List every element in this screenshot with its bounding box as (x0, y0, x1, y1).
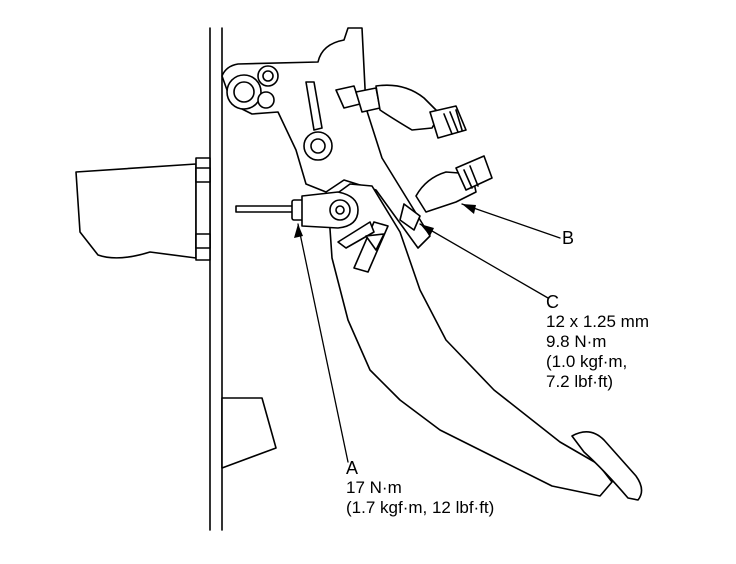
callout-c-letter: C (546, 292, 559, 312)
callout-a-torque: 17 N·m (346, 478, 402, 497)
upper-switch (335, 84, 467, 139)
callout-a-alt-torque: (1.7 kgf·m, 12 lbf·ft) (346, 498, 495, 517)
leader-arrowheads (294, 204, 476, 238)
pedal-arm (327, 183, 613, 497)
pedal-pad (571, 431, 643, 501)
callout-c: C 12 x 1.25 mm 9.8 N·m (1.0 kgf·m, 7.2 l… (546, 292, 649, 392)
master-cylinder (75, 157, 211, 261)
pushrod (235, 199, 307, 221)
pivot-assembly (226, 65, 333, 161)
callout-c-torque: 9.8 N·m (546, 332, 607, 351)
callout-a-letter: A (346, 458, 359, 478)
pedal-stopper (337, 221, 389, 273)
callout-c-size: 12 x 1.25 mm (546, 312, 649, 331)
clutch-switch-b (415, 155, 493, 213)
firewall-panel (209, 27, 223, 531)
pushrod-clevis (301, 191, 359, 229)
callout-a: A 17 N·m (1.7 kgf·m, 12 lbf·ft) (346, 458, 494, 518)
switch-bracket (399, 203, 421, 231)
callout-b: B (562, 228, 574, 248)
callout-b-letter: B (562, 228, 575, 248)
callout-c-alt-torque-2: 7.2 lbf·ft) (546, 372, 614, 391)
leader-lines (297, 203, 561, 463)
callout-c-alt-torque-1: (1.0 kgf·m, (546, 352, 628, 371)
lower-bracket (221, 397, 277, 469)
